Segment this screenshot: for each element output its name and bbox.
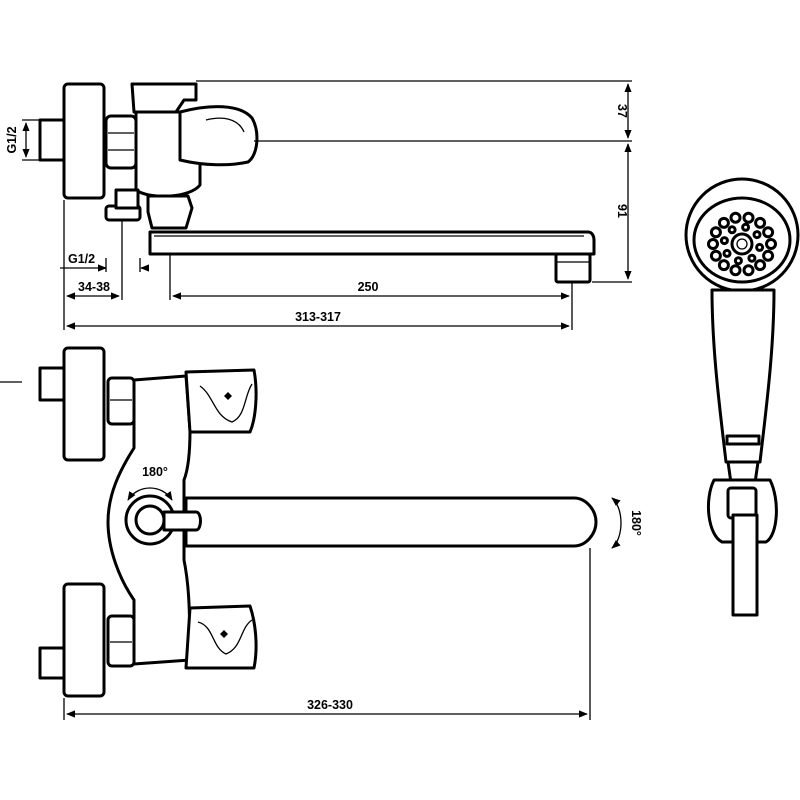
side-spout-collar xyxy=(146,194,194,230)
dim-label-thread-side: G1/2 xyxy=(5,126,19,153)
side-aerator xyxy=(554,252,592,284)
spout-angle-label: 180° xyxy=(629,510,643,536)
dim-label-37: 37 xyxy=(615,104,629,118)
side-view: 37 91 G1/2 G1/2 34-38 250 313-317 xyxy=(5,80,632,330)
shower-hose xyxy=(731,513,759,617)
shower-nozzle xyxy=(755,242,765,252)
shower-nozzle xyxy=(719,236,729,246)
front-diverter-hole xyxy=(134,504,166,536)
front-upper-nut xyxy=(106,376,136,426)
front-view: 180° 180° 326-330 xyxy=(38,346,643,720)
shower-head-center xyxy=(730,232,754,256)
side-diverter-stem xyxy=(114,188,140,210)
side-hex-nut xyxy=(104,114,138,170)
shower-nozzle xyxy=(707,238,719,250)
dim-label-34-38: 34-38 xyxy=(78,280,110,294)
shower-nozzle xyxy=(727,225,737,235)
shower-nozzle xyxy=(742,211,755,224)
shower-nozzle xyxy=(709,226,722,239)
shower-handle-band xyxy=(725,434,761,446)
shower-nozzle xyxy=(747,253,757,263)
shower-nozzle xyxy=(742,264,755,277)
front-diverter-lever xyxy=(162,510,202,532)
shower-nozzle xyxy=(729,264,742,277)
dim-label-250: 250 xyxy=(358,280,379,294)
dim-label-313-317: 313-317 xyxy=(295,310,341,324)
side-inlet-pipe xyxy=(38,118,66,162)
front-lower-flange xyxy=(62,582,106,698)
front-lower-handle xyxy=(184,604,258,670)
front-lower-inlet xyxy=(38,646,66,680)
shower-nozzle xyxy=(752,230,762,240)
shower-nozzle xyxy=(717,259,730,272)
front-spout xyxy=(184,496,598,548)
shower-nozzle xyxy=(722,248,732,258)
shower-nozzle xyxy=(765,238,777,250)
shower-nozzle xyxy=(733,256,743,266)
shower-nozzle xyxy=(741,222,751,232)
shower-nozzle xyxy=(709,249,722,262)
shower-nozzle xyxy=(754,259,767,272)
side-wall-flange xyxy=(62,82,106,200)
shower-handle xyxy=(710,288,776,464)
front-upper-inlet xyxy=(38,366,66,402)
front-lower-nut xyxy=(106,614,136,668)
dim-label-91: 91 xyxy=(615,204,629,218)
side-spout xyxy=(148,230,596,256)
dim-label-326-330: 326-330 xyxy=(307,698,353,712)
spout-rotation-arc xyxy=(611,497,622,549)
shower-nozzles xyxy=(707,211,777,277)
diverter-rotation-arc xyxy=(127,487,173,501)
hand-shower xyxy=(0,177,800,617)
shower-nozzle xyxy=(754,216,767,229)
shower-nozzle xyxy=(729,211,742,224)
front-upper-flange xyxy=(62,346,106,462)
shower-nozzle xyxy=(762,226,775,239)
shower-nozzle xyxy=(717,216,730,229)
dim-label-thread-bottom: G1/2 xyxy=(68,252,95,266)
side-lever-handle xyxy=(130,82,198,114)
diverter-angle-label: 180° xyxy=(142,465,168,479)
side-front-handle xyxy=(178,105,259,167)
shower-nozzle xyxy=(762,249,775,262)
